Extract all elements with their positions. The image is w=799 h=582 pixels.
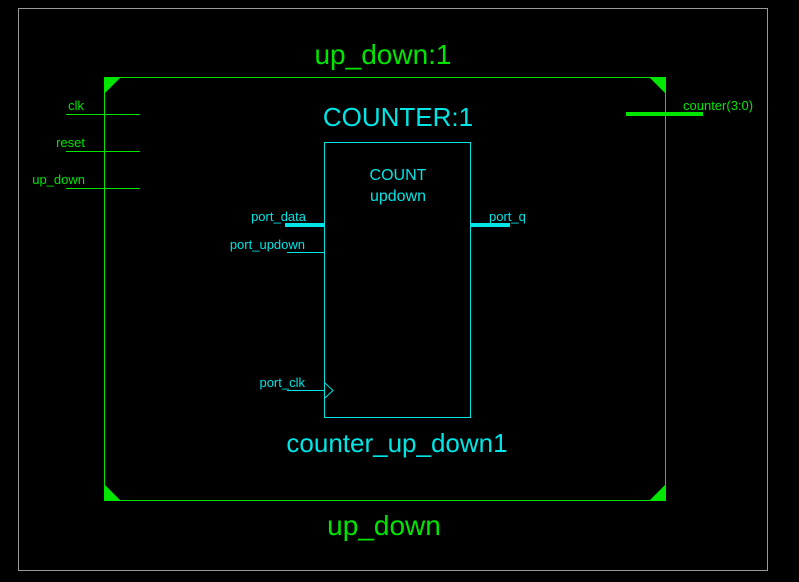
output-port-counter[interactable]: counter(3:0) [626,98,753,116]
viewport-frame [18,8,768,571]
module-title-top: up_down:1 [314,39,451,70]
module-corner-bottom-right [649,484,666,501]
count-block-subtitle: updown [370,188,426,205]
input-label-reset: reset [56,135,85,150]
block-port-updown-label: port_updown [230,237,305,252]
instance-name: counter_up_down1 [286,428,507,458]
input-port-up-down[interactable]: up_down [32,172,140,189]
block-port-clk-label: port_clk [259,375,305,390]
block-port-q[interactable]: port_q [470,209,526,227]
clock-triangle-icon [324,382,334,399]
input-label-clk: clk [68,98,84,113]
module-box[interactable] [104,77,666,501]
count-block-title: COUNT [370,167,427,184]
input-label-up-down: up_down [32,172,85,187]
module-title-bottom: up_down [327,510,441,541]
count-block-border [324,142,471,418]
instance-label: COUNTER:1 [323,102,473,132]
block-port-q-label: port_q [489,209,526,224]
module-border [104,77,666,501]
block-port-updown[interactable]: port_updown [230,237,325,253]
count-block[interactable]: COUNT updown [324,142,471,418]
output-label-counter: counter(3:0) [683,98,753,113]
block-port-data-label: port_data [251,209,307,224]
block-port-clk[interactable]: port_clk [259,375,334,399]
block-port-data[interactable]: port_data [251,209,325,227]
input-port-clk[interactable]: clk [66,98,140,115]
module-corner-top-right [649,77,666,94]
module-corner-top-left [104,77,121,94]
input-port-reset[interactable]: reset [56,135,140,152]
module-corner-bottom-left [104,484,121,501]
